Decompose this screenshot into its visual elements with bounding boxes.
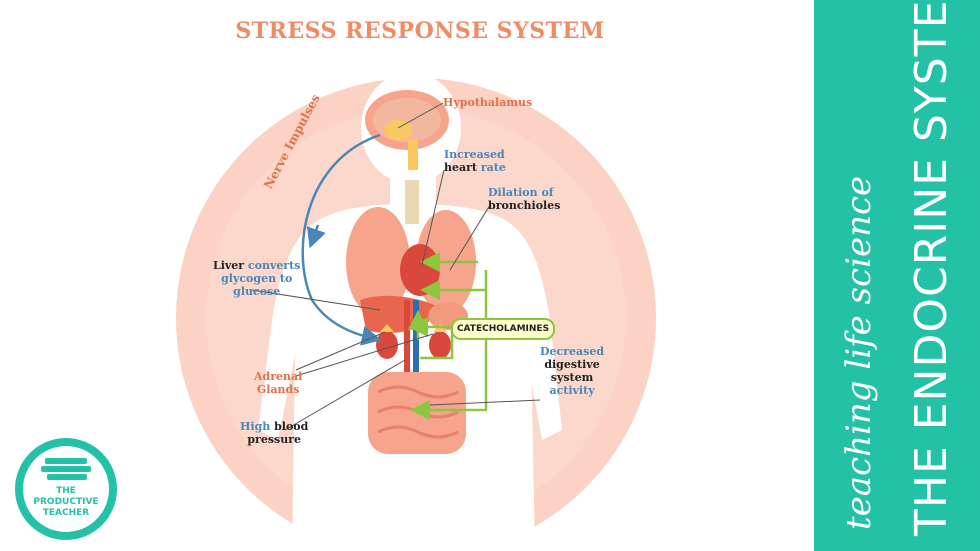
logo-line2: PRODUCTIVE (33, 497, 99, 507)
label-bp-blood: blood (270, 420, 309, 433)
right-kidney (429, 331, 451, 359)
left-adrenal-gland (380, 324, 394, 332)
label-adrenal-line1: Adrenal (254, 370, 303, 383)
label-bp-high: High (240, 420, 271, 433)
sidebar-banner: teaching life science THE ENDOCRINE SYST… (814, 0, 980, 551)
label-liver-word: Liver (213, 259, 245, 272)
trachea (405, 180, 419, 224)
label-blood-pressure: High blood pressure (240, 420, 308, 446)
label-heart-word: heart (444, 161, 477, 174)
sidebar-main-text: THE ENDOCRINE SYSTEM (906, 0, 957, 536)
label-heart-rate-word: rate (477, 161, 506, 174)
label-heart-rate: Increased heart rate (444, 148, 506, 174)
label-bronchioles-line2: bronchioles (488, 199, 561, 212)
logo-line3: TEACHER (42, 508, 90, 518)
label-leader-lines (251, 102, 541, 431)
catecholamines-badge: CATECHOLAMINES (451, 318, 555, 340)
label-digestive: Decreased digestive system activity (540, 345, 604, 397)
diagram-title: STRESS RESPONSE SYSTEM (235, 18, 605, 44)
left-lung (346, 207, 410, 317)
nerve-impulse-arrow (301, 133, 382, 346)
label-digestive-line2: digestive (544, 358, 600, 371)
left-kidney (376, 331, 398, 359)
catecholamine-arrows (408, 252, 488, 420)
label-digestive-line1: Decreased (540, 345, 605, 358)
intestines (368, 372, 466, 454)
label-digestive-line4: activity (549, 384, 595, 397)
brain (365, 90, 449, 170)
label-bronchioles: Dilation of bronchioles (488, 186, 560, 212)
books-icon (41, 458, 91, 480)
label-liver-line2: glycogen to (221, 272, 293, 285)
aorta (404, 300, 410, 380)
productive-teacher-logo: THE PRODUCTIVE TEACHER (15, 438, 117, 540)
sidebar-script-text: teaching life science (839, 175, 879, 530)
vena-cava (413, 300, 419, 380)
label-heart-line1: Increased (444, 148, 505, 161)
label-hypothalamus: Hypothalamus (443, 96, 533, 109)
label-liver: Liver converts glycogen to glucose (213, 259, 300, 298)
label-bronchioles-line1: Dilation of (488, 186, 554, 199)
label-adrenal-line2: Glands (256, 383, 300, 396)
label-digestive-line3: system (550, 371, 594, 384)
label-liver-converts: converts (244, 259, 301, 272)
label-liver-line3: glucose (233, 285, 281, 298)
heart (400, 244, 440, 296)
label-bp-pressure: pressure (247, 433, 301, 446)
logo-line1: THE (56, 486, 76, 496)
label-adrenal-glands: Adrenal Glands (254, 370, 302, 396)
